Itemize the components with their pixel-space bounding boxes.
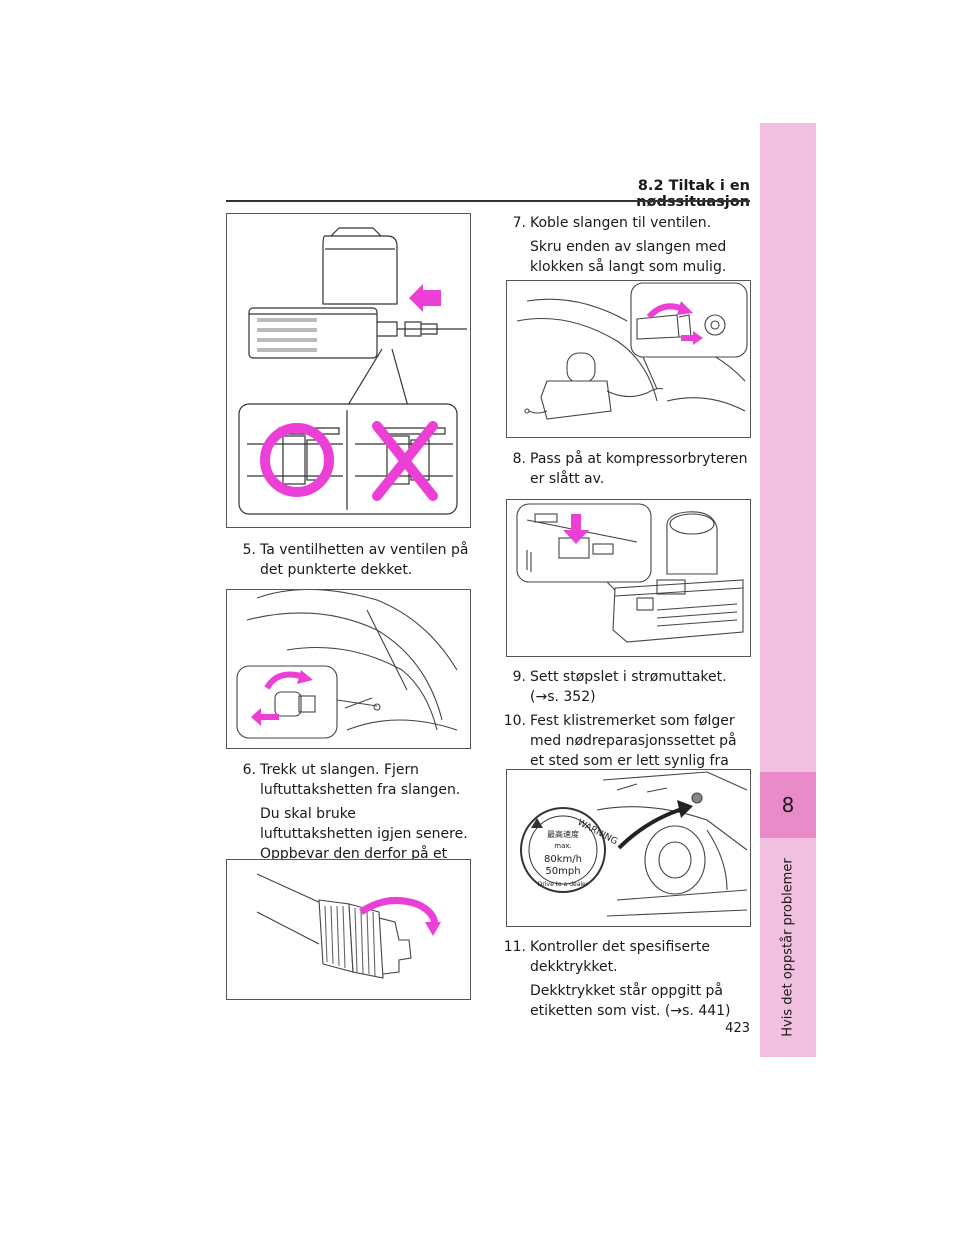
hose-cap-illustration <box>256 873 441 979</box>
connect-hose-illustration <box>516 282 748 420</box>
valve-cap-illustration <box>236 590 458 739</box>
step-number: 7. <box>512 215 526 231</box>
chapter-number: 8 <box>781 793 795 817</box>
sticker-drive-text: Drive to a dealer <box>538 881 589 888</box>
step-note: Dekktrykket står oppgitt på etiketten so… <box>530 983 731 1019</box>
step-text: Koble slangen til ventilen. <box>530 215 712 231</box>
step-text: Ta ventilhetten av ventilen på det punkt… <box>260 542 469 578</box>
step-text: Trekk ut slangen. Fjern luftuttakshetten… <box>260 762 461 798</box>
figure-valve-cap <box>226 589 471 749</box>
step-8: 8. Pass på at kompressorbryteren er slåt… <box>496 449 754 493</box>
sticker-jp-title: 最高速度 <box>547 829 579 839</box>
step-text: Kontroller det spesifiserte dekktrykket. <box>530 939 711 975</box>
page-number: 423 <box>725 1021 750 1036</box>
step-number: 8. <box>512 451 526 467</box>
step-number: 11. <box>503 939 526 955</box>
header-divider <box>226 200 750 202</box>
chapter-side-tab <box>760 123 816 1057</box>
figure-compressor-switch <box>506 499 751 657</box>
step-number: 5. <box>242 542 256 558</box>
step-text: Pass på at kompressorbryteren er slått a… <box>530 451 748 487</box>
figure-hose-cap <box>226 859 471 1000</box>
step-text: Sett støpslet i strømuttaket. (→s. 352) <box>530 669 727 705</box>
sticker-kmh-text: 80km/h <box>544 854 582 865</box>
step-number: 10. <box>503 713 526 729</box>
figure-compressor-hose <box>226 213 471 528</box>
chapter-number-box[interactable]: 8 <box>760 772 816 838</box>
sticker-illustration: WARNING 最高速度 max. 80km/h 50mph Drive to … <box>520 771 748 917</box>
chapter-title-vertical: Hvis det oppstår problemer <box>776 852 800 1042</box>
step-11: 11. Kontroller det spesifiserte dekktryk… <box>496 937 754 1025</box>
compressor-hose-illustration <box>238 227 467 515</box>
chapter-title: Hvis det oppstår problemer <box>780 857 796 1037</box>
step-number: 9. <box>512 669 526 685</box>
sticker-mph-text: 50mph <box>545 866 580 877</box>
sticker-max-text: max. <box>554 842 571 850</box>
step-5: 5. Ta ventilhetten av ventilen på det pu… <box>226 540 470 584</box>
compressor-switch-illustration <box>516 503 744 643</box>
figure-connect-hose <box>506 280 751 438</box>
section-title: 8.2 Tiltak i en nødssituasjon <box>636 178 750 210</box>
step-number: 6. <box>242 762 256 778</box>
step-note: Skru enden av slangen med klokken så lan… <box>530 239 727 275</box>
step-9: 9. Sett støpslet i strømuttaket. (→s. 35… <box>496 667 754 711</box>
step-7: 7. Koble slangen til ventilen. Skru ende… <box>496 213 754 281</box>
figure-sticker: WARNING 最高速度 max. 80km/h 50mph Drive to … <box>506 769 751 927</box>
